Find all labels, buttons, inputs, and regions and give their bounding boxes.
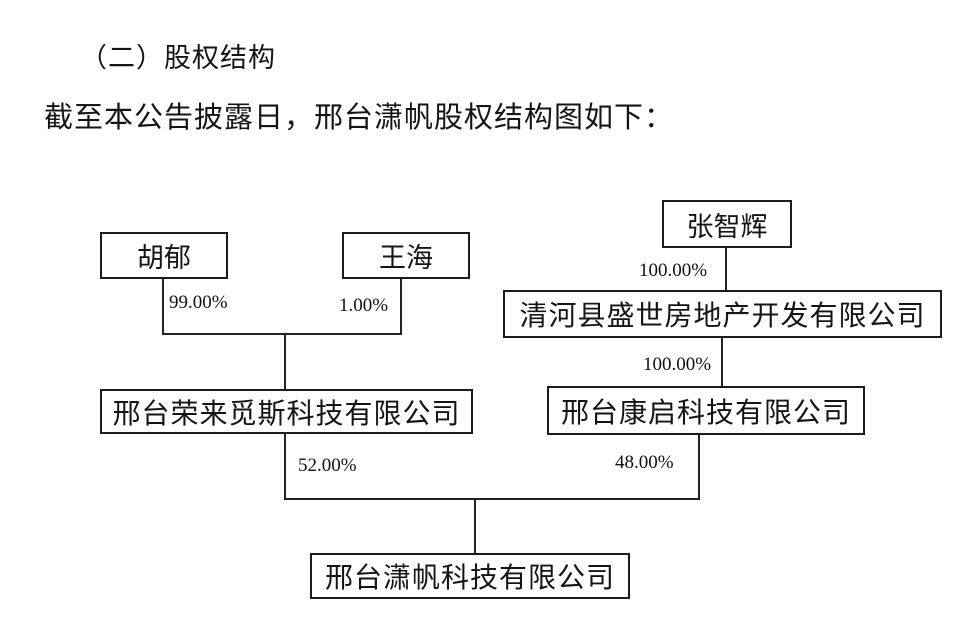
entity-box-hu-yu: 胡郁 [100,232,228,279]
entity-box-shengshi: 清河县盛世房地产开发有限公司 [503,290,942,338]
edge-junction-to-ronglai [284,333,286,389]
edge-zhang-to-shengshi [725,248,727,290]
edge-wanghai-to-junction [400,279,402,335]
entity-box-xiaofan: 邢台潇帆科技有限公司 [310,553,630,599]
edge-ronglai-to-junction [284,434,286,500]
edge-left-horizontal [162,333,402,335]
entity-box-wang-hai: 王海 [342,232,470,279]
ownership-percent-wanghai: 1.00% [337,295,391,317]
intro-text: 截至本公告披露日，邢台潇帆股权结构图如下： [44,102,675,134]
ownership-percent-kangqi: 48.00% [613,452,676,474]
entity-box-zhang-zhihui: 张智辉 [662,200,792,248]
entity-box-ronglai: 邢台荣来觅斯科技有限公司 [100,389,473,434]
ownership-percent-huyu: 99.00% [167,292,230,314]
edge-junction-to-xiaofan [474,498,476,553]
section-heading: （二）股权结构 [80,43,276,73]
edge-huyu-to-junction [162,279,164,335]
edge-bottom-horizontal [284,498,700,500]
ownership-percent-ronglai: 52.00% [296,455,359,477]
edge-kangqi-to-junction [698,435,700,500]
entity-box-kangqi: 邢台康启科技有限公司 [547,386,865,435]
ownership-percent-shengshi: 100.00% [641,354,714,376]
edge-shengshi-to-kangqi [721,338,723,386]
ownership-percent-zhang: 100.00% [637,260,710,282]
